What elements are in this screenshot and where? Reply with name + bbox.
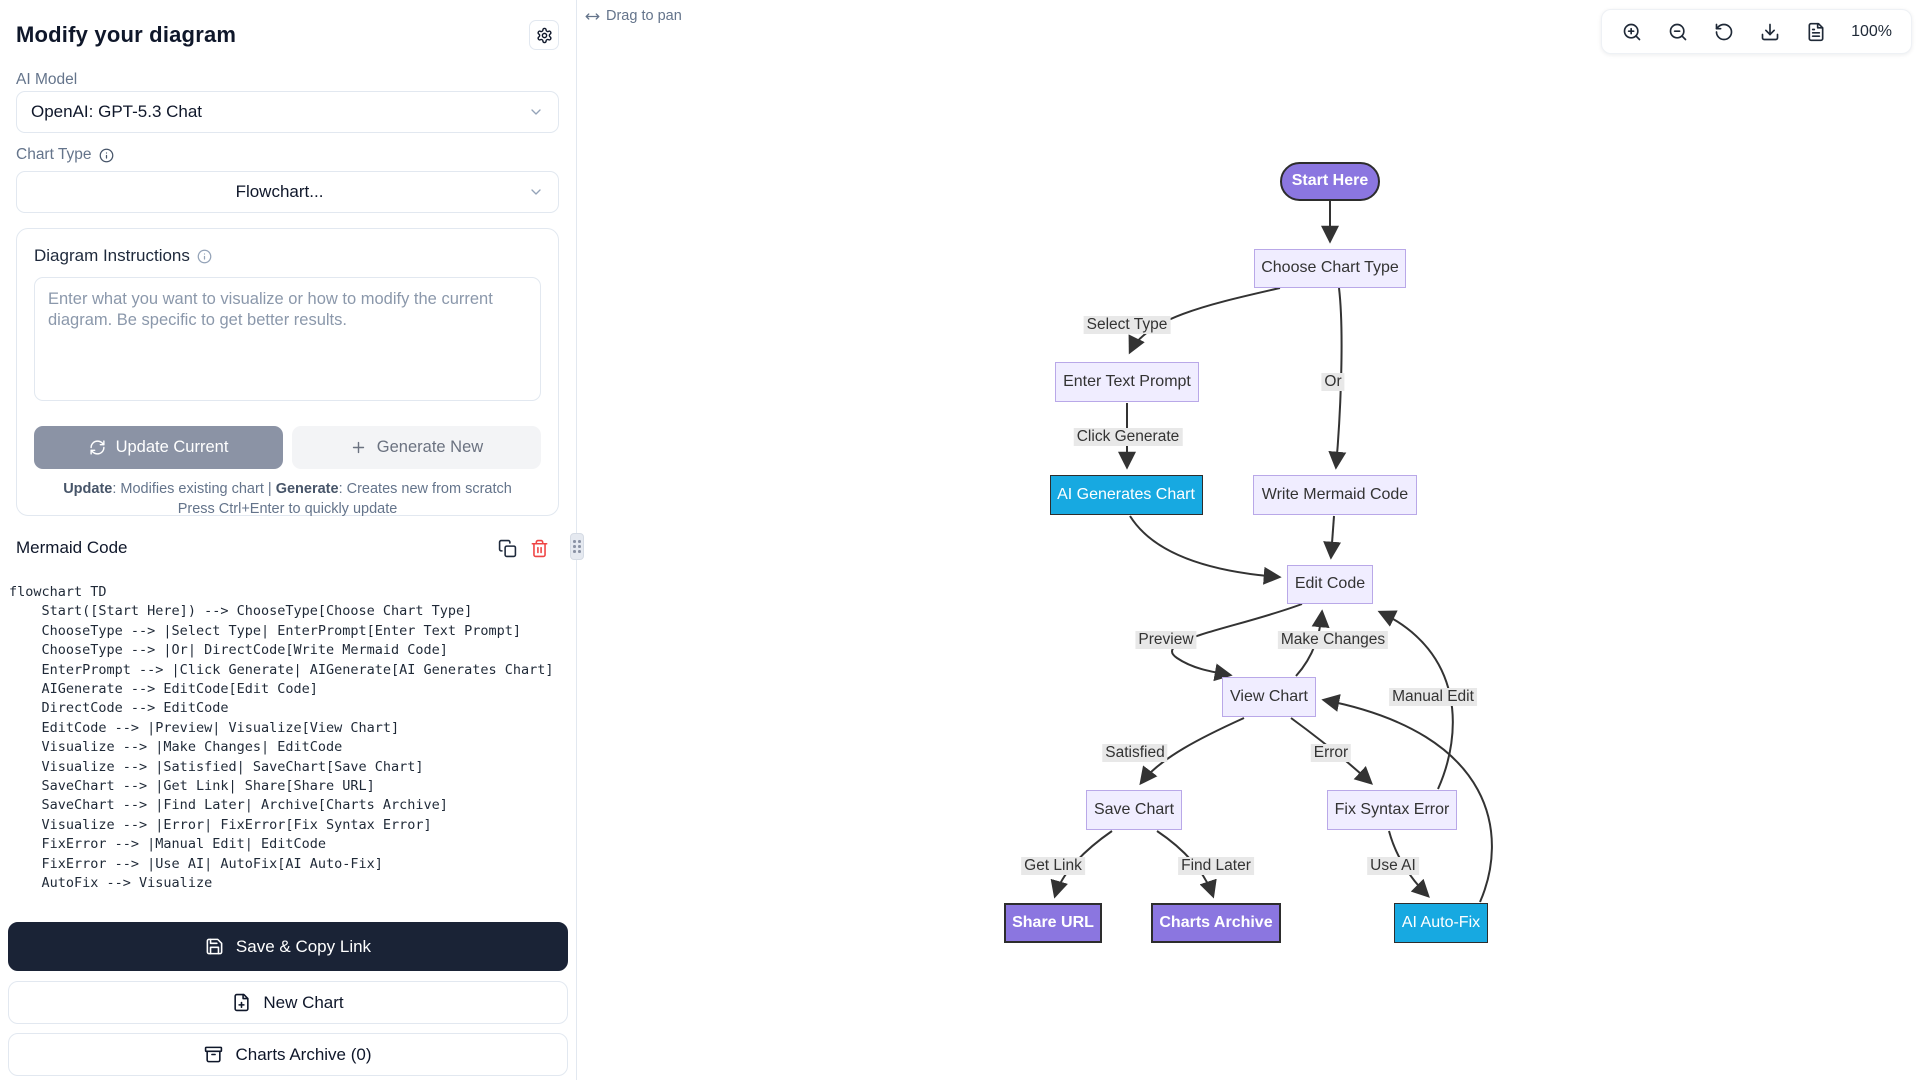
charts-archive-button[interactable]: Charts Archive (0) — [8, 1033, 568, 1076]
zoom-level: 100% — [1851, 22, 1892, 40]
gear-icon — [536, 27, 553, 44]
page-title: Modify your diagram — [16, 22, 237, 47]
buttons-help-text: Update: Modifies existing chart | Genera… — [63, 481, 512, 517]
ai-model-label: AI Model — [16, 71, 78, 88]
zoom-in-icon[interactable] — [1621, 21, 1642, 42]
ai-model-select[interactable]: OpenAI: GPT-5.3 Chat — [16, 91, 559, 133]
chart-type-value: Flowchart... — [235, 182, 324, 201]
generate-new-button[interactable]: Generate New — [292, 426, 541, 469]
chart-type-label: Chart Type — [16, 146, 559, 164]
archive-icon — [204, 1045, 223, 1064]
chart-type-select[interactable]: Flowchart... — [16, 171, 559, 213]
grip-dots-icon — [573, 540, 581, 553]
ai-model-value: OpenAI: GPT-5.3 Chat — [31, 102, 203, 121]
plus-icon — [350, 439, 367, 456]
panel-resize-handle[interactable] — [570, 533, 584, 560]
sidebar-panel: Modify your diagram AI Model OpenAI: GPT… — [0, 0, 577, 1080]
export-file-icon[interactable] — [1805, 21, 1826, 42]
copy-icon[interactable] — [498, 539, 517, 558]
new-chart-button[interactable]: New Chart — [8, 981, 568, 1024]
chevron-down-icon — [528, 104, 544, 120]
mermaid-code-header: Mermaid Code — [16, 538, 559, 558]
instructions-card: Diagram Instructions Update Current Gene… — [16, 228, 559, 517]
instructions-label: Diagram Instructions — [34, 246, 541, 266]
diagram-canvas[interactable]: Drag to pan 100% — [577, 0, 1920, 1080]
save-copy-link-button[interactable]: Save & Copy Link — [8, 922, 568, 971]
drag-to-pan-hint: Drag to pan — [585, 8, 682, 24]
settings-button[interactable] — [529, 20, 559, 50]
reset-view-icon[interactable] — [1713, 21, 1734, 42]
mermaid-code-label: Mermaid Code — [16, 538, 128, 557]
refresh-icon — [89, 439, 106, 456]
file-plus-icon — [232, 993, 251, 1012]
chevron-down-icon — [528, 184, 544, 200]
download-icon[interactable] — [1759, 21, 1780, 42]
update-current-button[interactable]: Update Current — [34, 426, 283, 469]
mermaid-code-editor[interactable]: flowchart TD Start([Start Here]) --> Cho… — [9, 584, 554, 892]
trash-icon[interactable] — [530, 539, 549, 558]
sidebar-header: Modify your diagram — [16, 20, 559, 50]
move-horizontal-icon — [585, 9, 600, 24]
instructions-input[interactable] — [34, 277, 541, 401]
zoom-out-icon[interactable] — [1667, 21, 1688, 42]
info-icon[interactable] — [99, 148, 114, 163]
save-icon — [205, 937, 224, 956]
info-icon[interactable] — [197, 249, 212, 264]
canvas-toolbar: 100% — [1601, 9, 1912, 54]
